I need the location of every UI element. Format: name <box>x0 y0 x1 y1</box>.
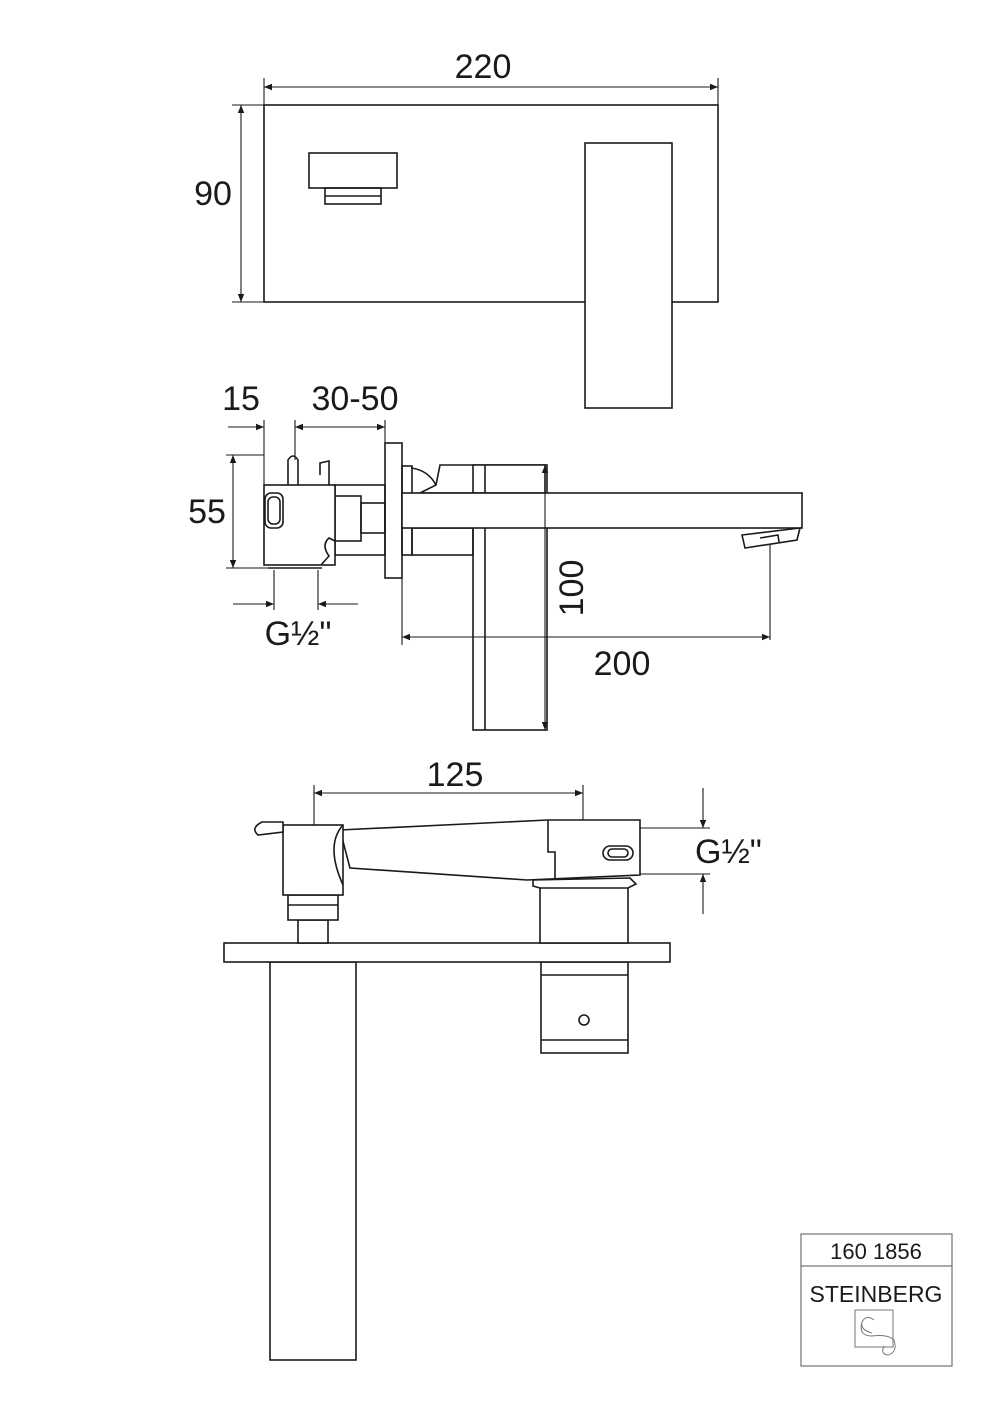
spout-front <box>308 152 398 189</box>
front-view: 220 90 <box>194 48 719 409</box>
lever-top <box>269 961 357 1361</box>
aerator-side <box>741 527 802 549</box>
dim-centre-distance: 125 <box>427 756 484 794</box>
dim-height: 90 <box>194 175 232 213</box>
dim-spout-projection: 200 <box>594 645 651 683</box>
dim-width: 220 <box>455 48 512 86</box>
lever-front <box>584 142 673 409</box>
article-number: 160 1856 <box>830 1239 922 1264</box>
steinberg-logo-icon <box>854 1309 896 1356</box>
brand-name: STEINBERG <box>810 1281 943 1307</box>
dim-thread-top: G½" <box>695 833 762 871</box>
body-top <box>282 824 344 896</box>
spout-side <box>401 492 803 529</box>
dim-wall-depth: 15 <box>222 380 260 418</box>
dim-thread-side: G½" <box>265 615 332 653</box>
wall-plate-top <box>223 942 671 963</box>
dim-body-height: 55 <box>188 493 226 531</box>
wall-plate-side <box>384 442 403 579</box>
spout-top <box>338 819 641 881</box>
dim-wall-range: 30-50 <box>312 380 399 418</box>
lever-block-top <box>540 961 629 1054</box>
top-view: 125 G½" <box>223 756 762 1361</box>
wall-plate <box>263 104 719 303</box>
valve-body-side <box>263 484 336 566</box>
side-view: 15 30-50 55 G½" 100 200 <box>188 380 803 731</box>
dim-lever-height: 100 <box>553 560 591 617</box>
title-block: 160 1856 STEINBERG <box>800 1233 953 1367</box>
